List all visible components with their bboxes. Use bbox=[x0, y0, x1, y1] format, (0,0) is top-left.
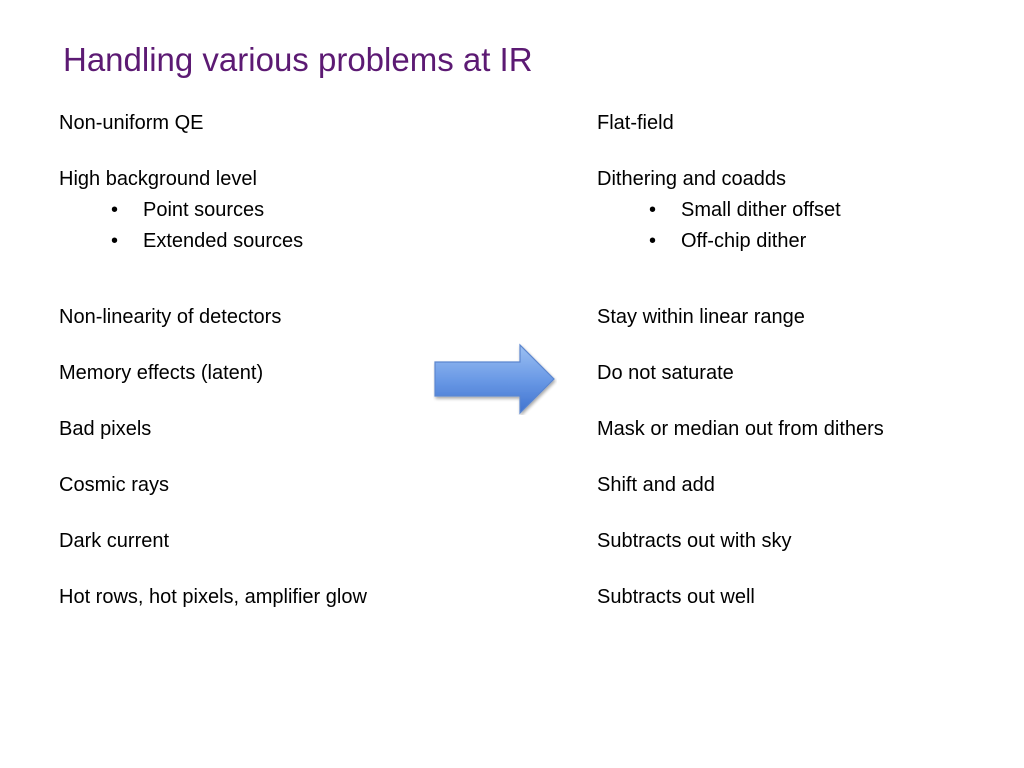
list-item-label: Extended sources bbox=[143, 230, 304, 252]
solution-dithering: Dithering and coadds bbox=[597, 168, 787, 190]
right-arrow-icon bbox=[434, 343, 555, 415]
problem-high-background: High background level bbox=[59, 168, 257, 190]
list-item: • Small dither offset bbox=[597, 195, 841, 226]
solution-do-not-saturate: Do not saturate bbox=[597, 362, 734, 384]
bullet-icon: • bbox=[649, 199, 657, 221]
problem-nonuniform-qe: Non-uniform QE bbox=[59, 112, 204, 134]
list-item-label: Point sources bbox=[143, 199, 265, 221]
solution-shift-add: Shift and add bbox=[597, 474, 715, 496]
solution-linear-range: Stay within linear range bbox=[597, 306, 805, 328]
bullet-icon: • bbox=[111, 199, 119, 221]
solution-flat-field: Flat-field bbox=[597, 112, 674, 134]
slide-title: Handling various problems at IR bbox=[63, 41, 533, 78]
solution-subtract-well: Subtracts out well bbox=[597, 586, 755, 608]
problem-nonlinearity: Non-linearity of detectors bbox=[59, 306, 282, 328]
problem-high-background-list: • Point sources • Extended sources bbox=[59, 195, 303, 257]
list-item: • Point sources bbox=[59, 195, 303, 226]
problem-hot-rows: Hot rows, hot pixels, amplifier glow bbox=[59, 586, 367, 608]
list-item-label: Small dither offset bbox=[681, 199, 841, 221]
bullet-icon: • bbox=[111, 230, 119, 252]
list-item: • Off-chip dither bbox=[597, 226, 841, 257]
bullet-icon: • bbox=[649, 230, 657, 252]
list-item: • Extended sources bbox=[59, 226, 303, 257]
list-item-label: Off-chip dither bbox=[681, 230, 807, 252]
problem-cosmic-rays: Cosmic rays bbox=[59, 474, 170, 496]
problem-bad-pixels: Bad pixels bbox=[59, 418, 152, 440]
problem-memory: Memory effects (latent) bbox=[59, 362, 264, 384]
solution-subtract-sky: Subtracts out with sky bbox=[597, 530, 792, 552]
solution-mask: Mask or median out from dithers bbox=[597, 418, 884, 440]
solution-dithering-list: • Small dither offset • Off-chip dither bbox=[597, 195, 841, 257]
problem-dark-current: Dark current bbox=[59, 530, 170, 552]
